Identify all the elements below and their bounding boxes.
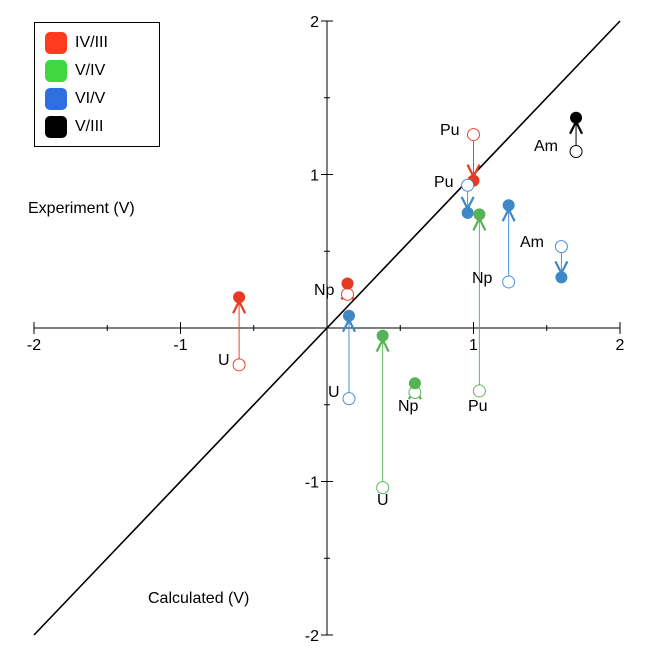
legend-item-vi-v: VI/V (45, 87, 105, 111)
legend: IV/III V/IV VI/V V/III (34, 22, 160, 147)
calculated-marker (502, 275, 516, 289)
y-tick-label: -1 (305, 475, 319, 492)
experiment-marker (233, 291, 246, 304)
point-label-np-vi-v: Np (472, 270, 493, 287)
legend-item-v-iv: V/IV (45, 59, 105, 83)
point-label-u-v-iv: U (377, 492, 389, 509)
point-label-am-v-iii: Am (534, 138, 558, 155)
data-point-am (554, 240, 569, 284)
y-axis-label: Experiment (V) (28, 200, 135, 217)
legend-label: V/IV (75, 62, 106, 79)
identity-line (33, 20, 621, 636)
calculated-marker (376, 481, 390, 495)
data-point-pu (466, 128, 481, 187)
data-point-np (340, 277, 355, 301)
legend-label: IV/III (75, 34, 108, 51)
experiment-marker (502, 199, 515, 212)
calculated-marker (232, 358, 246, 372)
calculated-marker (467, 128, 480, 142)
data-point-np (407, 377, 422, 400)
experiment-marker (473, 208, 486, 221)
experiment-marker (408, 377, 421, 390)
point-label-u-vi-v: U (328, 384, 340, 401)
legend-swatch-v-iii (45, 116, 67, 138)
calculated-marker (342, 392, 356, 406)
legend-swatch-v-iv (45, 60, 67, 82)
data-point-pu (460, 178, 475, 219)
point-label-np-iv-iii: Np (314, 282, 335, 299)
legend-label: V/III (75, 118, 104, 135)
legend-item-iv-iii: IV/III (45, 31, 108, 55)
y-tick-label: 2 (310, 14, 319, 31)
calculated-marker (341, 287, 355, 301)
point-label-np-v-iv: Np (398, 398, 419, 415)
point-label-am-vi-v: Am (520, 234, 544, 251)
experiment-marker (570, 111, 583, 124)
axis-ticks: -2 -1 1 2 2 1 -1 -2 (27, 14, 625, 645)
y-tick-label: 1 (310, 168, 319, 185)
point-label-pu-v-iv: Pu (468, 398, 488, 415)
legend-swatch-iv-iii (45, 32, 67, 54)
calculated-marker (472, 384, 486, 398)
experiment-marker (342, 309, 355, 322)
data-point-pu (472, 208, 487, 398)
x-axis-label: Calculated (V) (148, 590, 250, 607)
y-tick-label: -2 (305, 628, 319, 645)
x-tick-label: 1 (469, 337, 478, 354)
x-tick-label: -1 (173, 337, 187, 354)
x-tick-label: -2 (27, 337, 41, 354)
legend-label: VI/V (75, 90, 106, 107)
calculated-marker (554, 240, 568, 254)
data-point-u (375, 329, 390, 495)
experiment-marker (376, 329, 389, 342)
calculated-marker (461, 178, 475, 192)
x-tick-label: 2 (616, 337, 625, 354)
data-point-u (341, 309, 356, 406)
data-marks (232, 111, 584, 495)
experiment-marker (341, 277, 354, 290)
point-label-pu-iv-iii: Pu (440, 122, 460, 139)
legend-item-v-iii: V/III (45, 115, 103, 139)
calculated-marker (569, 144, 583, 158)
experiment-marker (555, 271, 568, 284)
data-point-u (232, 291, 247, 372)
point-label-u-iv-iii: U (218, 352, 230, 369)
legend-swatch-vi-v (45, 88, 67, 110)
experiment-marker (461, 206, 474, 219)
data-point-np (501, 199, 516, 289)
data-point-am (569, 111, 584, 158)
point-label-pu-vi-v: Pu (434, 174, 454, 191)
